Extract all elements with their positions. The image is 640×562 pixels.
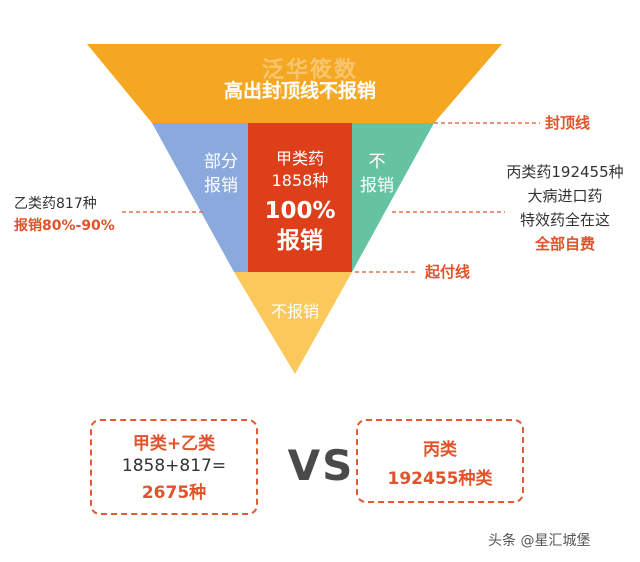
no-reimburse-right-label: 不 报销 bbox=[360, 152, 394, 196]
segment-class-a-full bbox=[248, 123, 352, 272]
deductible-line-label: 起付线 bbox=[425, 263, 471, 281]
band-above-cap bbox=[87, 44, 502, 123]
bottom-no-reimburse-label: 不报销 bbox=[270, 302, 319, 321]
segment-partial-reimburse bbox=[152, 123, 248, 272]
partial-reimburse-label: 部分 报销 bbox=[204, 152, 238, 196]
watermark-logo: 泛华筱数 Fanhua Rons bbox=[254, 58, 366, 98]
versus-label: VS bbox=[287, 441, 355, 490]
class-a-label: 甲类药 1858种 100% 报销 bbox=[264, 149, 336, 254]
top-band-label: 高出封顶线不报销 bbox=[223, 80, 376, 102]
class-c-box: 丙类 192455种类 bbox=[356, 419, 524, 503]
cap-line-label: 封顶线 bbox=[545, 114, 591, 132]
class-c-callout: 丙类药192455种 大病进口药 特效药全在这 全部自费 bbox=[506, 163, 624, 253]
segment-no-reimburse-right bbox=[352, 123, 434, 272]
class-a-plus-b-box: 甲类+乙类 1858+817= 2675种 bbox=[90, 419, 258, 515]
band-below-deductible bbox=[234, 272, 352, 374]
class-b-callout: 乙类药817种 报销80%-90% bbox=[14, 196, 115, 234]
author-credit: 头条 @星汇城堡 bbox=[488, 533, 591, 549]
